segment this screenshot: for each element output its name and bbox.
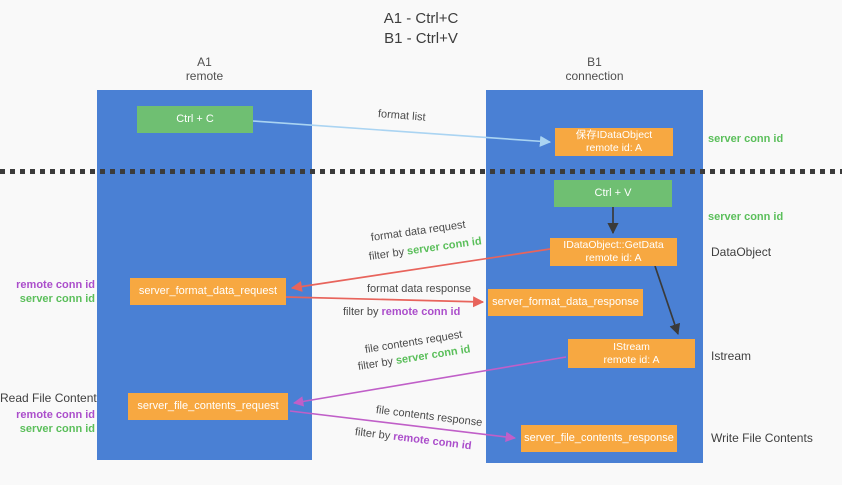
server-conn-id-text: server conn id	[406, 235, 483, 258]
right-dataobject-label: DataObject	[711, 245, 772, 259]
title-line-1: A1 - Ctrl+C	[383, 10, 459, 27]
format-data-response-label: format data response	[367, 283, 471, 295]
right-istream-label: Istream	[711, 349, 752, 363]
save-idataobject-line1: 保存IDataObject	[575, 129, 653, 141]
right-server-conn-id-2: server conn id	[708, 211, 784, 223]
server-file-contents-request-node: server_file_contents_request	[128, 393, 288, 420]
right-server-conn-id-1: server conn id	[708, 133, 784, 145]
istream-line1: IStream	[613, 340, 650, 353]
filter-by-text: filter by	[357, 355, 394, 373]
ctrl-c-node: Ctrl + C	[137, 106, 253, 133]
server-format-data-response-label: server_format_data_response	[492, 296, 639, 308]
diagram-title: A1 - Ctrl+C B1 - Ctrl+V	[0, 9, 842, 49]
column-a1-name: A1	[197, 55, 212, 69]
istream-line2: remote id: A	[603, 353, 660, 366]
server-format-data-request-node: server_format_data_request	[130, 278, 286, 305]
column-header-b1: B1 connection	[486, 55, 703, 83]
idataobject-getdata-line1: IDataObject::GetData	[563, 239, 664, 251]
machine-separator-dotted-line	[0, 169, 842, 174]
server-format-data-response-node: server_format_data_response	[488, 289, 643, 316]
file-contents-response-label: file contents response	[375, 404, 483, 429]
format-list-label: format list	[377, 108, 427, 124]
server-file-contents-request-label: server_file_contents_request	[137, 400, 279, 412]
istream-node: IStream remote id: A	[568, 339, 695, 368]
idataobject-getdata-line2: remote id: A	[585, 252, 642, 264]
left-server-conn-id-1: server conn id	[19, 293, 95, 305]
column-b1-subtitle: connection	[565, 69, 624, 83]
filter-by-text: filter by	[354, 426, 391, 443]
format-data-response-arrow	[285, 296, 485, 308]
left-read-file-contents-label: Read File Contents	[0, 391, 103, 405]
column-header-a1: A1 remote	[97, 55, 312, 83]
filter-by-text: filter by	[368, 246, 405, 263]
ctrl-v-node: Ctrl + V	[554, 180, 672, 207]
title-line-2: B1 - Ctrl+V	[384, 30, 458, 47]
server-file-contents-response-label: server_file_contents_response	[524, 432, 674, 444]
server-format-data-request-label: server_format_data_request	[138, 285, 278, 297]
column-b1-name: B1	[587, 55, 602, 69]
ctrl-c-label: Ctrl + C	[176, 113, 214, 125]
left-remote-conn-id-1: remote conn id	[16, 279, 95, 291]
left-server-conn-id-2: server conn id	[19, 423, 95, 435]
column-a1-subtitle: remote	[185, 69, 224, 83]
save-idataobject-node: 保存IDataObject remote id: A	[555, 128, 673, 156]
left-remote-conn-id-2: remote conn id	[16, 409, 95, 421]
filter-by-text: filter by	[343, 306, 379, 318]
idataobject-getdata-node: IDataObject::GetData remote id: A	[550, 238, 677, 266]
remote-conn-id-text: remote conn id	[392, 430, 473, 453]
remote-conn-id-text: remote conn id	[381, 306, 461, 318]
ctrl-v-label: Ctrl + V	[594, 187, 632, 199]
right-write-file-contents-label: Write File Contents	[711, 431, 813, 445]
server-file-contents-response-node: server_file_contents_response	[521, 425, 677, 452]
save-idataobject-line2: remote id: A	[585, 142, 643, 154]
